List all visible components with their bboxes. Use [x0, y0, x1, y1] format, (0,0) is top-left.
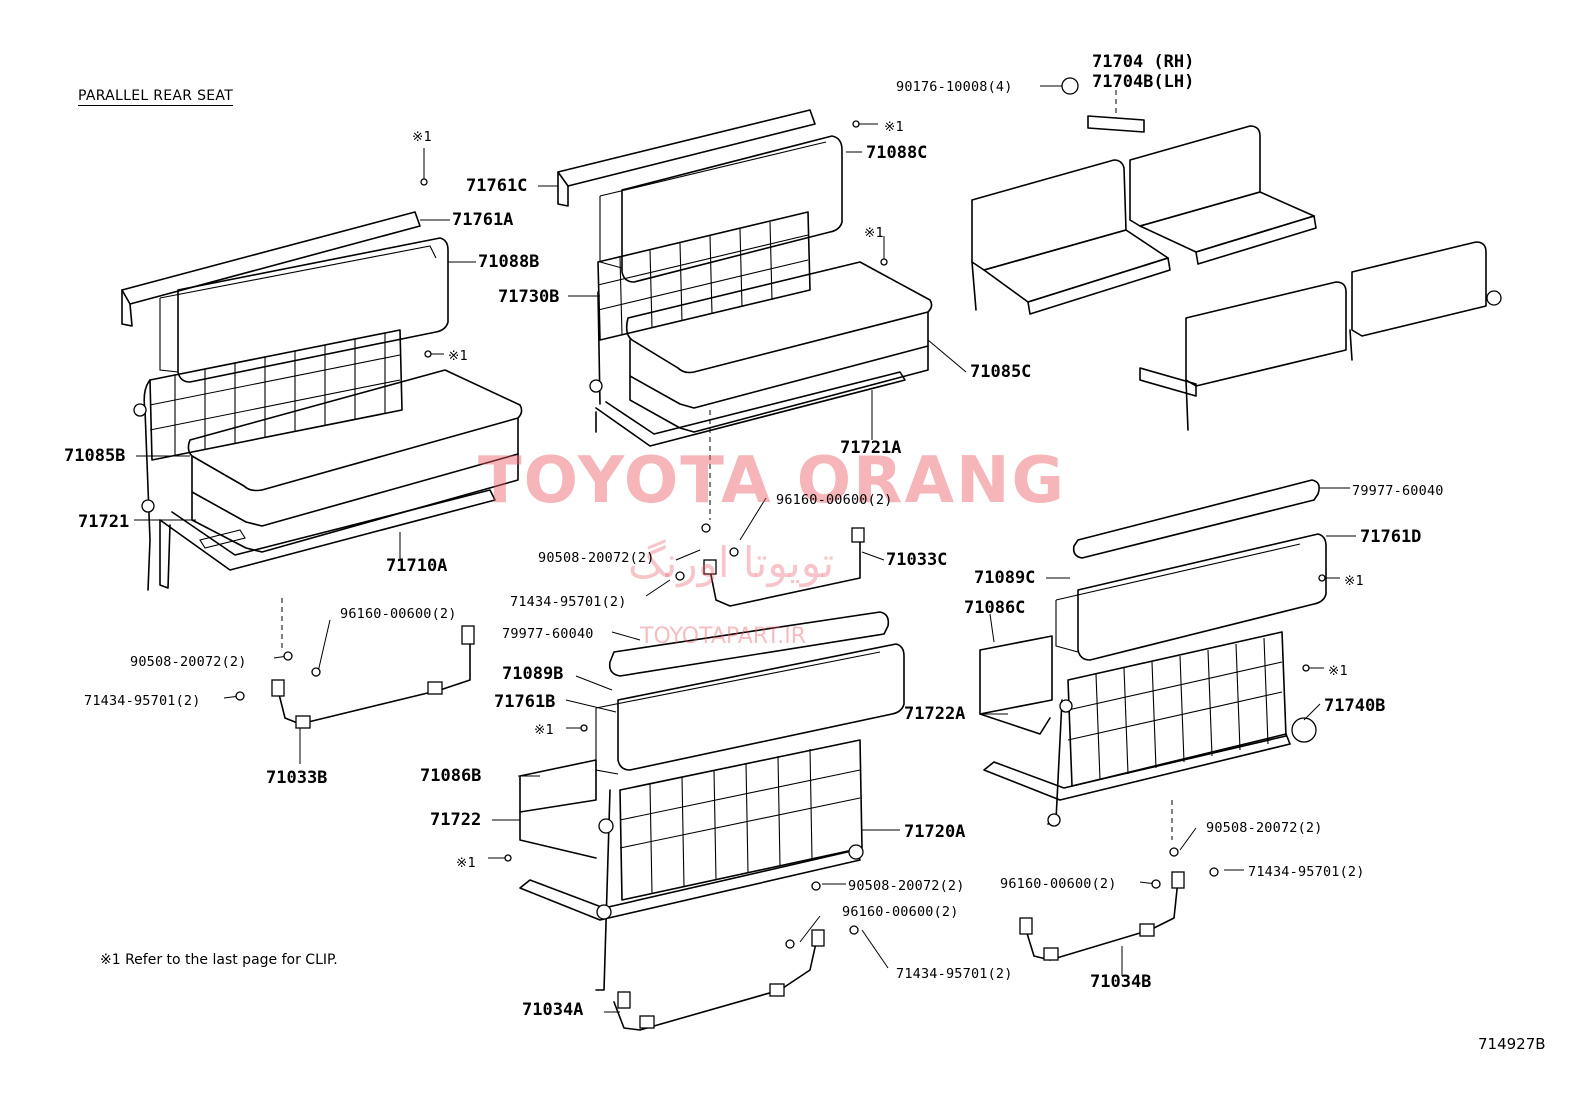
part-label-96160-00600-a: 96160-00600(2): [776, 492, 893, 508]
part-label-71720a: 71720A: [904, 822, 966, 842]
part-label-71722a: 71722A: [904, 704, 966, 724]
right-seat-assembly: [979, 479, 1327, 827]
part-label-71085c: 71085C: [970, 362, 1032, 382]
cable-71034b: [1019, 871, 1185, 961]
part-label-71761d: 71761D: [1360, 527, 1422, 547]
watermark-logo-text: TOYOTA ORANG: [478, 444, 1067, 518]
clip-ref-mark: ※1: [884, 119, 904, 135]
part-label-71034b: 71034B: [1090, 972, 1152, 992]
part-label-71089b: 71089B: [502, 664, 564, 684]
clip-ref-mark: ※1: [456, 855, 476, 871]
part-label-90508-20072-b: 90508-20072(2): [130, 654, 247, 670]
part-label-71088b: 71088B: [478, 252, 540, 272]
part-label-71704: 71704 (RH): [1092, 52, 1195, 72]
part-label-71434-95701-b: 71434-95701(2): [84, 693, 201, 709]
clip-ref-mark: ※1: [412, 129, 432, 145]
part-label-90508-20072-a: 90508-20072(2): [538, 550, 655, 566]
folded-seats-reference: [971, 77, 1502, 431]
part-label-71033b: 71033B: [266, 768, 328, 788]
cable-71034a: [613, 929, 825, 1031]
part-label-71704b: 71704B(LH): [1092, 72, 1195, 92]
part-label-71761a: 71761A: [452, 210, 514, 230]
clip-symbols: [235, 120, 1340, 949]
clip-ref-mark: ※1: [864, 225, 884, 241]
clip-ref-mark: ※1: [448, 348, 468, 364]
left-seat-assembly: [121, 211, 523, 591]
part-label-71740b: 71740B: [1324, 696, 1386, 716]
clip-ref-mark: ※1: [534, 722, 554, 738]
part-label-79977-60040-a: 79977-60040: [502, 626, 594, 642]
part-label-96160-00600-b: 96160-00600(2): [340, 606, 457, 622]
part-label-71721a: 71721A: [840, 438, 902, 458]
part-label-71085b: 71085B: [64, 446, 126, 466]
clip-footnote: ※1 Refer to the last page for CLIP.: [100, 952, 338, 968]
middle-upper-seat-assembly: [557, 109, 933, 447]
part-label-71086c: 71086C: [964, 598, 1026, 618]
part-label-71434-95701-a: 71434-95701(2): [510, 594, 627, 610]
part-label-71761c: 71761C: [466, 176, 528, 196]
middle-lower-seat-assembly: [519, 611, 905, 991]
cable-71033c: [703, 527, 865, 607]
part-label-71730b: 71730B: [498, 287, 560, 307]
part-label-90508-20072-c: 90508-20072(2): [848, 878, 965, 894]
clip-ref-mark: ※1: [1328, 663, 1348, 679]
part-label-71089c: 71089C: [974, 568, 1036, 588]
part-label-96160-00600-c: 96160-00600(2): [842, 904, 959, 920]
part-label-90508-20072-d: 90508-20072(2): [1206, 820, 1323, 836]
part-label-71034a: 71034A: [522, 1000, 584, 1020]
diagram-title: PARALLEL REAR SEAT: [78, 88, 234, 106]
part-label-71721: 71721: [78, 512, 130, 532]
part-label-71086b: 71086B: [420, 766, 482, 786]
part-label-90176-10008: 90176-10008(4): [896, 79, 1013, 95]
diagram-number: 714927B: [1478, 1035, 1546, 1053]
part-label-71710a: 71710A: [386, 556, 448, 576]
part-label-79977-60040-b: 79977-60040: [1352, 483, 1444, 499]
part-label-71033c: 71033C: [886, 550, 948, 570]
cable-71033b: [271, 625, 475, 729]
part-label-71722: 71722: [430, 810, 482, 830]
watermark-persian-text: تویوتا اورنگ: [628, 538, 835, 587]
part-label-71434-95701-c: 71434-95701(2): [896, 966, 1013, 982]
part-label-71761b: 71761B: [494, 692, 556, 712]
part-label-71434-95701-d: 71434-95701(2): [1248, 864, 1365, 880]
part-label-71088c: 71088C: [866, 143, 928, 163]
clip-ref-mark: ※1: [1344, 573, 1364, 589]
watermark-site-text: TOYOTAPART.IR: [640, 624, 807, 649]
part-label-96160-00600-d: 96160-00600(2): [1000, 876, 1117, 892]
